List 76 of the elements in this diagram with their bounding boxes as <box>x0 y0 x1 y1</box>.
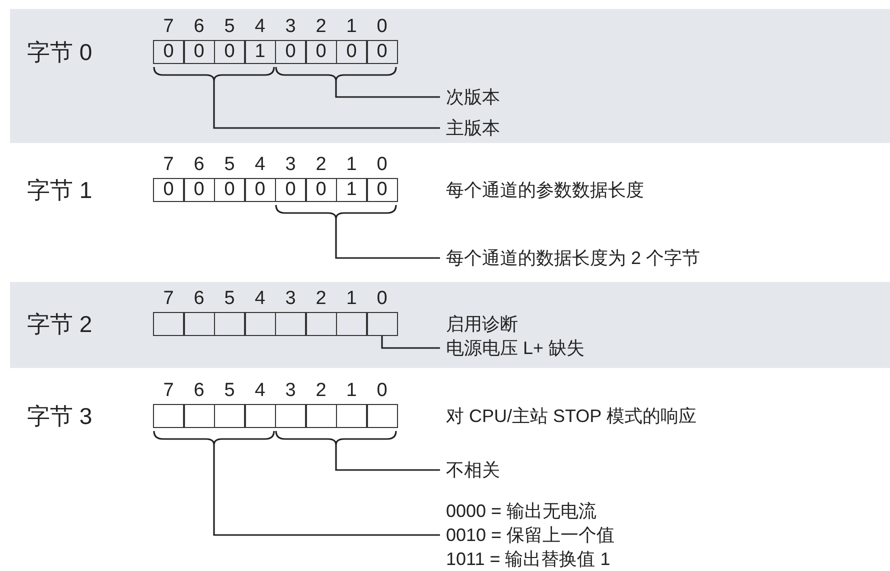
bit-number: 2 <box>314 289 328 309</box>
leader-text: 主版本 <box>446 116 500 140</box>
bit-number: 1 <box>345 381 358 401</box>
bit-cell: 0 <box>275 178 306 202</box>
brace <box>275 430 397 446</box>
bit-number: 6 <box>192 17 206 37</box>
bit-number: 4 <box>254 155 266 175</box>
bit-number: 1 <box>345 17 358 37</box>
bit-number: 3 <box>284 381 297 401</box>
value-line: 1011 = 输出替换值 1 <box>446 548 612 571</box>
bit-number: 3 <box>284 289 297 309</box>
leader-text: 次版本 <box>446 85 500 109</box>
bit-cell: 0 <box>184 178 214 202</box>
bit-cell: 0 <box>244 178 276 202</box>
bit-cell: 0 <box>214 40 245 64</box>
byte-label: 字节 2 <box>27 310 92 339</box>
byte-label: 字节 3 <box>27 402 92 431</box>
bit-number: 2 <box>314 17 328 37</box>
brace <box>275 66 397 82</box>
byte-label: 字节 1 <box>27 176 92 205</box>
leader-line <box>335 445 440 471</box>
bit-number: 0 <box>376 289 388 309</box>
bit-cell: 0 <box>306 178 336 202</box>
bit-number: 7 <box>162 381 175 401</box>
leader-line <box>213 445 440 536</box>
bit-cell: 0 <box>366 178 398 202</box>
bit-cell: 1 <box>336 178 367 202</box>
leader-text: 不相关 <box>446 458 500 482</box>
field-heading: 对 CPU/主站 STOP 模式的响应 <box>446 405 696 428</box>
leader-text: 每个通道的数据长度为 2 个字节 <box>446 246 700 270</box>
bit-number: 5 <box>223 17 236 37</box>
bit-number: 2 <box>314 381 328 401</box>
bit-cell: 0 <box>336 40 367 64</box>
shaded-band <box>10 9 890 143</box>
bit-number: 1 <box>345 155 358 175</box>
bit-number: 5 <box>223 381 236 401</box>
byte-label: 字节 0 <box>27 38 92 67</box>
bit-cell: 0 <box>275 40 306 64</box>
bit-cell: 0 <box>153 178 184 202</box>
bit-number: 7 <box>162 155 175 175</box>
bit-number: 2 <box>314 155 328 175</box>
field-heading: 每个通道的参数数据长度 <box>446 179 644 202</box>
bit-number: 5 <box>223 289 236 309</box>
bit-number: 0 <box>376 17 388 37</box>
bit-number: 5 <box>223 155 236 175</box>
bit-number: 6 <box>192 155 206 175</box>
leader-text: 电源电压 L+ 缺失 <box>446 336 585 360</box>
bit-cell: 0 <box>366 40 398 64</box>
leader-line <box>213 81 440 129</box>
bit-cell: 0 <box>306 40 336 64</box>
bit-number: 0 <box>376 381 388 401</box>
leader-line <box>335 81 440 98</box>
leader-line <box>335 219 440 259</box>
bit-cell: 0 <box>153 40 184 64</box>
bit-number: 1 <box>345 289 358 309</box>
bit-number: 0 <box>376 155 388 175</box>
bit-cell: 1 <box>244 40 276 64</box>
bit-number: 3 <box>284 155 297 175</box>
bit-number: 7 <box>162 17 175 37</box>
bit-number: 6 <box>192 381 206 401</box>
brace <box>275 204 397 220</box>
shaded-band <box>10 282 890 368</box>
leader-line <box>381 336 440 349</box>
bit-number: 7 <box>162 289 175 309</box>
bit-number: 4 <box>254 381 266 401</box>
bit-cell: 0 <box>214 178 245 202</box>
bit-cell: 0 <box>184 40 214 64</box>
bit-number: 3 <box>284 17 297 37</box>
bit-number: 6 <box>192 289 206 309</box>
field-heading: 启用诊断 <box>446 313 518 336</box>
brace <box>153 66 275 82</box>
value-line: 0000 = 输出无电流 <box>446 500 598 523</box>
bit-number: 4 <box>254 17 266 37</box>
brace <box>153 430 275 446</box>
value-line: 0010 = 保留上一个值 <box>446 524 615 547</box>
bit-number: 4 <box>254 289 266 309</box>
